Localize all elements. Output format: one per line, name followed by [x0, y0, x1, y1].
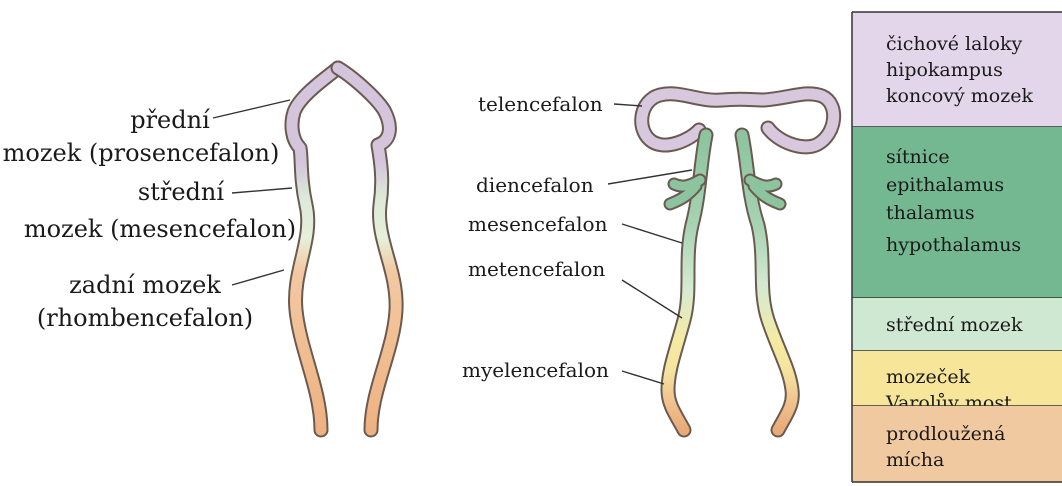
- legend-row-4-line-1: mícha: [886, 449, 944, 471]
- legend-row-1-line-3: hypothalamus: [886, 234, 1021, 256]
- leader-metencefalon: [622, 280, 682, 318]
- middle-neural-tube: [642, 94, 834, 430]
- leader-myelencefalon: [622, 371, 664, 384]
- label-rhombencefalon: (rhombencefalon): [37, 304, 253, 332]
- label-telencefalon: telencefalon: [478, 92, 603, 116]
- legend-row-1-line-2: thalamus: [886, 202, 975, 224]
- legend-row-0-line-0: čichové laloky: [886, 33, 1022, 55]
- label-predni: přední: [130, 106, 210, 134]
- left-neural-tube: [292, 68, 396, 430]
- label-myelencefalon: myelencefalon: [462, 358, 609, 382]
- legend-row-2-line-0: střední mozek: [886, 314, 1023, 336]
- leader-mesencefalon: [232, 188, 292, 193]
- legend-row-3-line-0: mozeček: [886, 366, 971, 388]
- legend-row-0-line-2: koncový mozek: [886, 85, 1033, 107]
- label-stredni: střední: [138, 178, 224, 206]
- left-labels: přední mozek (prosencefalon) střední moz…: [3, 100, 296, 332]
- legend-row-1-line-0: sítnice: [886, 146, 950, 168]
- legend-row-1-line-1: epithalamus: [886, 174, 1004, 196]
- legend-row-0-line-1: hipokampus: [886, 59, 1003, 81]
- legend-table: čichové laloky hipokampus koncový mozek sít…: [852, 12, 1062, 482]
- label-mesencefalon-mid: mesencefalon: [468, 212, 608, 236]
- legend-row-4-line-0: prodloužená: [886, 423, 1005, 445]
- leader-prosencefalon: [213, 100, 290, 118]
- leader-rhombencefalon: [232, 270, 284, 285]
- label-mesencefalon: mozek (mesencefalon): [24, 215, 296, 243]
- middle-labels: telencefalon diencefalon mesencefalon me…: [462, 92, 692, 384]
- label-diencefalon: diencefalon: [476, 173, 594, 197]
- leader-telencefalon: [614, 104, 642, 106]
- label-metencefalon: metencefalon: [468, 257, 605, 281]
- leader-mesencefalon-mid: [622, 224, 682, 243]
- label-prosencefalon: mozek (prosencefalon): [3, 139, 280, 167]
- label-zadni-mozek: zadní mozek: [69, 271, 221, 299]
